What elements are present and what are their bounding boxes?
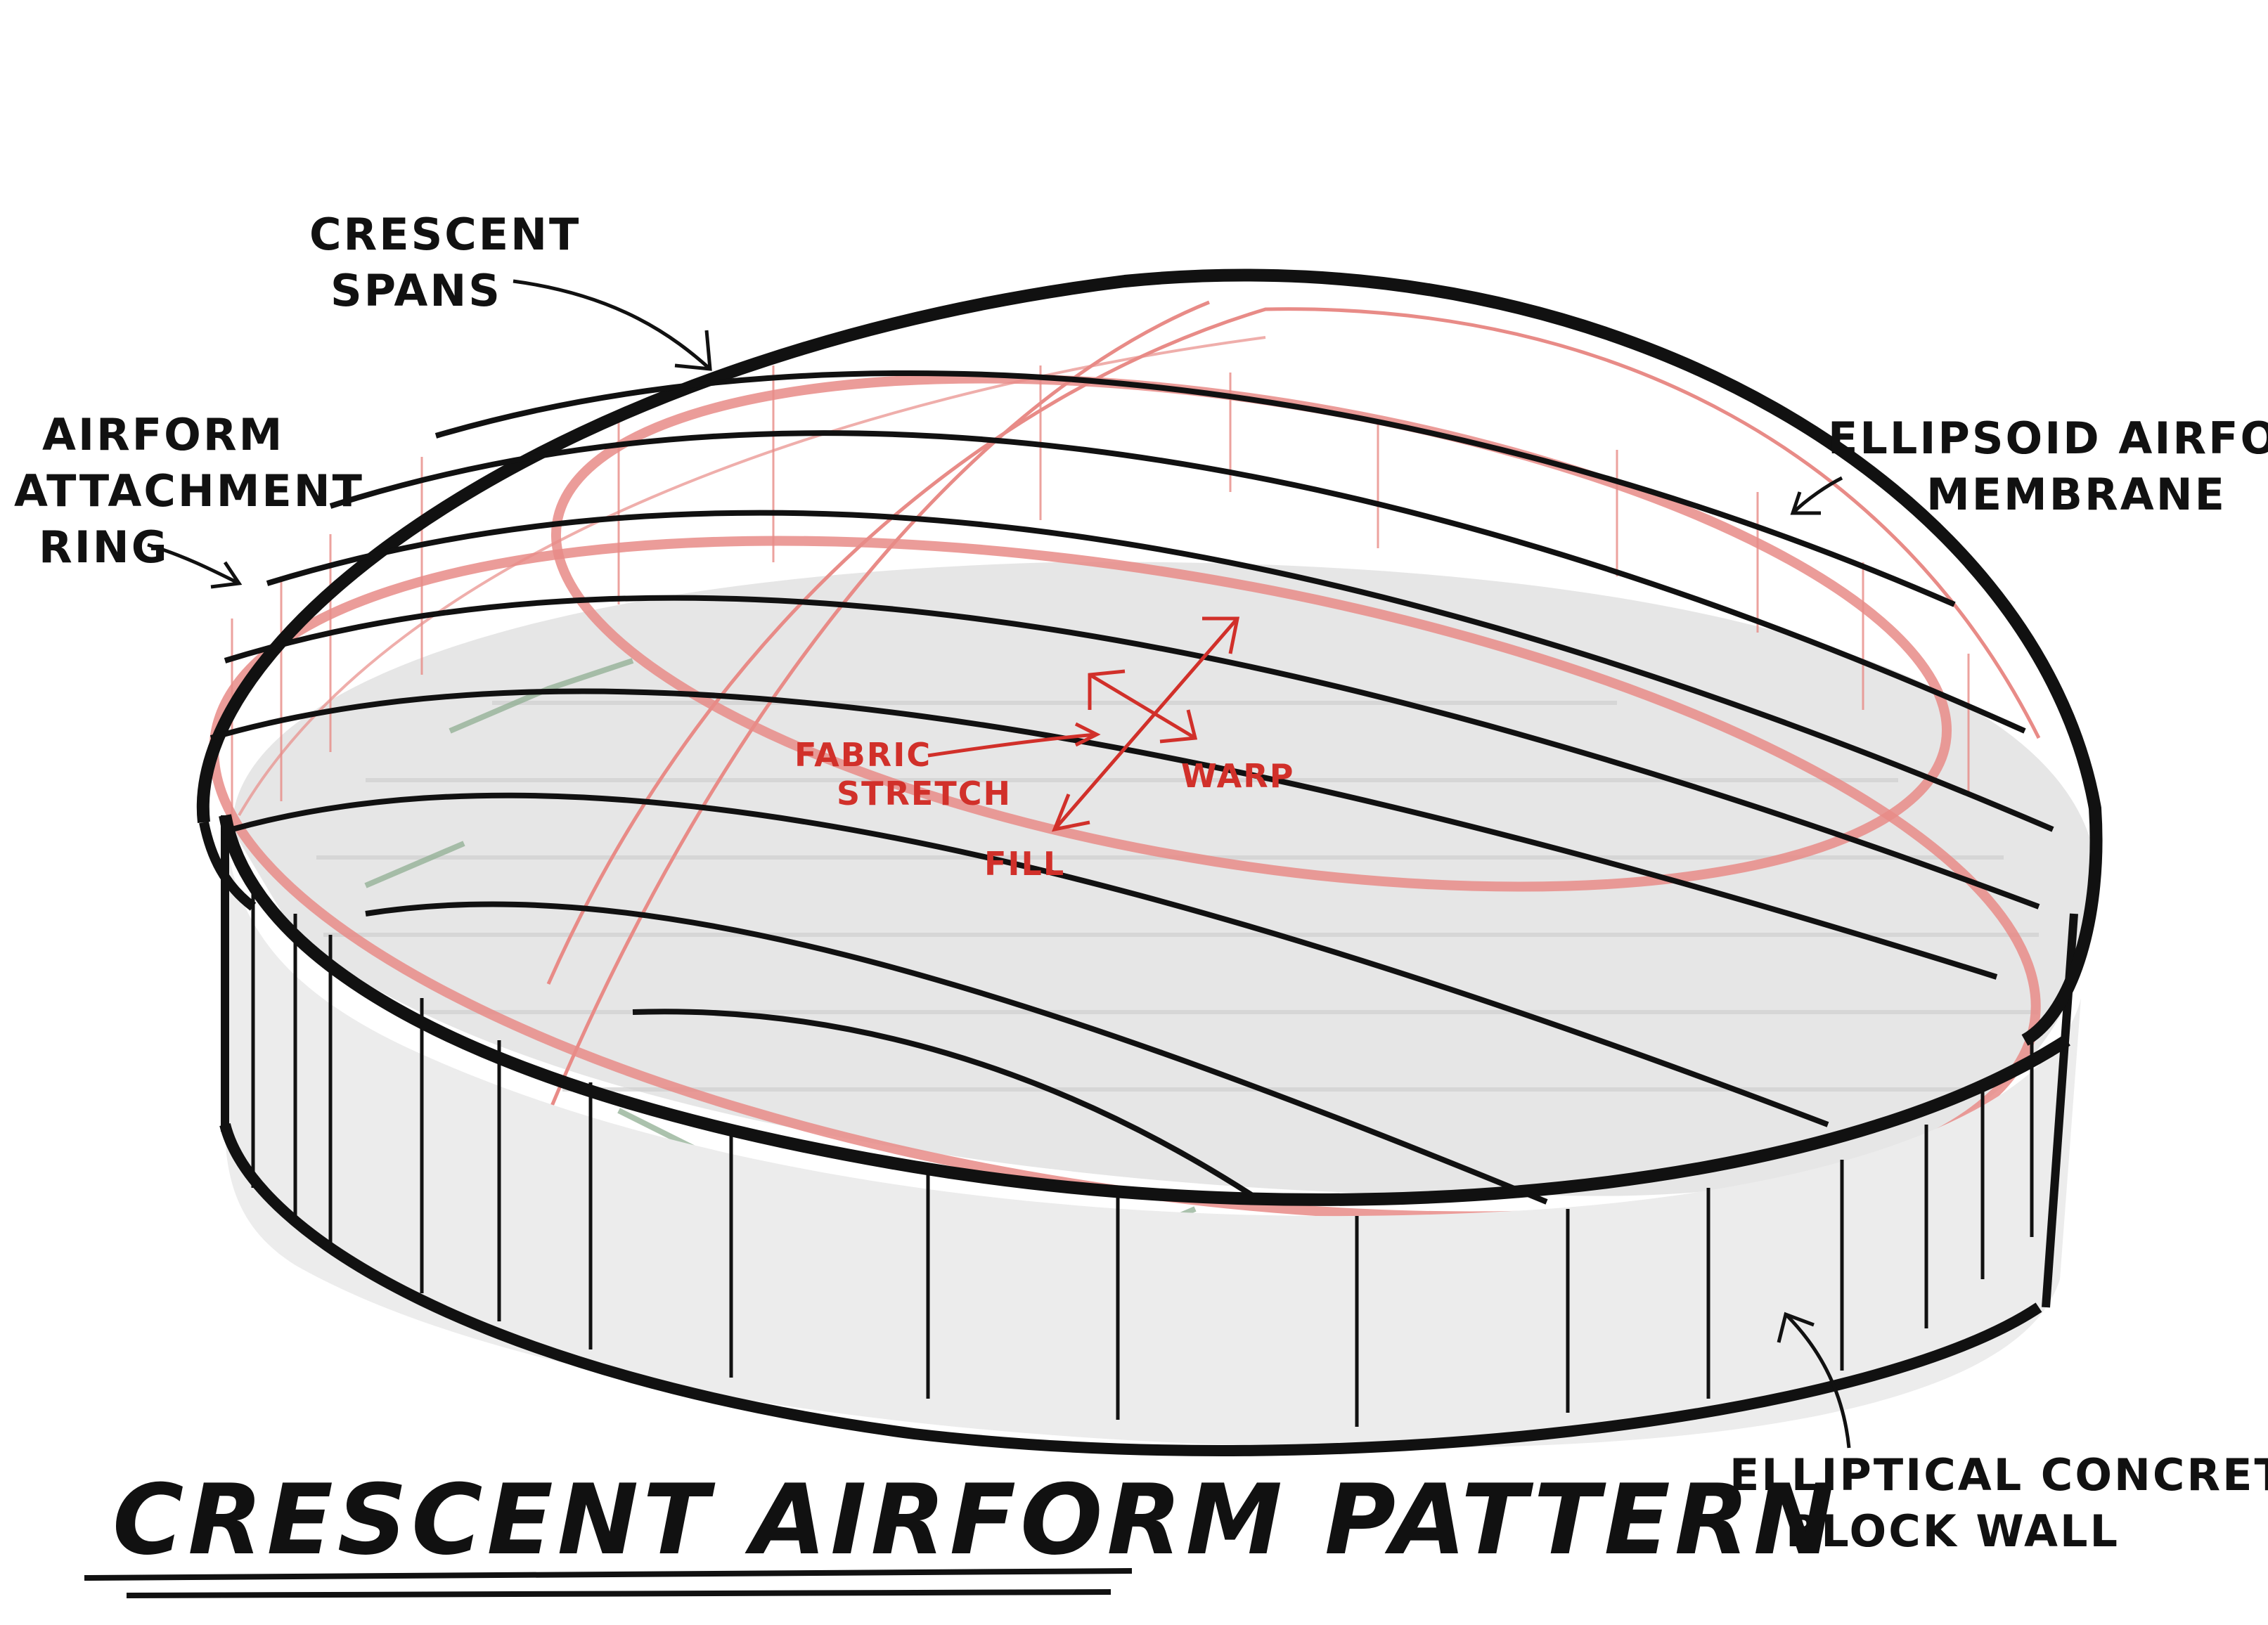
crescent-span-8 — [632, 1009, 1254, 1198]
label-fabric-line1: FABRIC — [794, 736, 932, 774]
wall-joints — [251, 879, 2034, 1427]
floor-hatch — [316, 701, 2039, 1092]
leader-membrane — [1791, 476, 1843, 514]
title-underline-1 — [84, 1568, 1133, 1581]
red-arc-3 — [238, 336, 1266, 817]
crescent-span-6 — [231, 792, 1829, 1127]
label-ring-line2: ATTACHMENT — [14, 465, 364, 517]
fabric-arrows — [927, 616, 1240, 832]
wall-top-ring — [219, 814, 2070, 1206]
interior-floor — [232, 562, 2096, 1196]
crescent-spans — [210, 370, 2054, 1205]
label-fill: FILL — [984, 845, 1065, 883]
crescent-span-2 — [329, 430, 2026, 734]
label-membrane-line1: ELLIPSOID AIRFORM — [1828, 413, 2268, 464]
red-arc-2 — [546, 307, 2041, 985]
leader-crescent — [513, 279, 711, 370]
membrane-left-rim — [199, 821, 257, 911]
label-membrane-line2: MEMBRANE — [1926, 469, 2227, 520]
crescent-span-5 — [210, 688, 1998, 980]
label-warp: WARP — [1181, 757, 1294, 795]
page-title: CRESCENT AIRFORM PATTERN — [112, 1463, 1839, 1577]
leader-ring — [147, 543, 240, 585]
callout-leaders — [147, 279, 1851, 1449]
red-arc-1 — [490, 300, 1210, 1266]
crescent-span-1 — [434, 370, 1956, 607]
crescent-span-7 — [365, 901, 1548, 1205]
label-crescent-line2: SPANS — [330, 265, 502, 316]
crescent-span-4 — [224, 595, 2040, 909]
crescent-span-3 — [266, 510, 2054, 832]
label-fabric-line2: STRETCH — [837, 775, 1012, 812]
leader-wall — [1784, 1313, 1851, 1449]
label-ring-line1: AIRFORM — [42, 409, 284, 460]
title-underline-2 — [126, 1589, 1112, 1598]
label-wall-line1: ELLIPTICAL CONCRETE — [1729, 1449, 2268, 1501]
concrete-wall — [225, 808, 2081, 1448]
label-ring-line3: RING — [39, 522, 169, 573]
label-crescent-line1: CRESCENT — [309, 209, 581, 260]
wall-base-outline — [219, 1123, 2042, 1456]
label-wall-line2: BLOCK WALL — [1786, 1506, 2120, 1557]
